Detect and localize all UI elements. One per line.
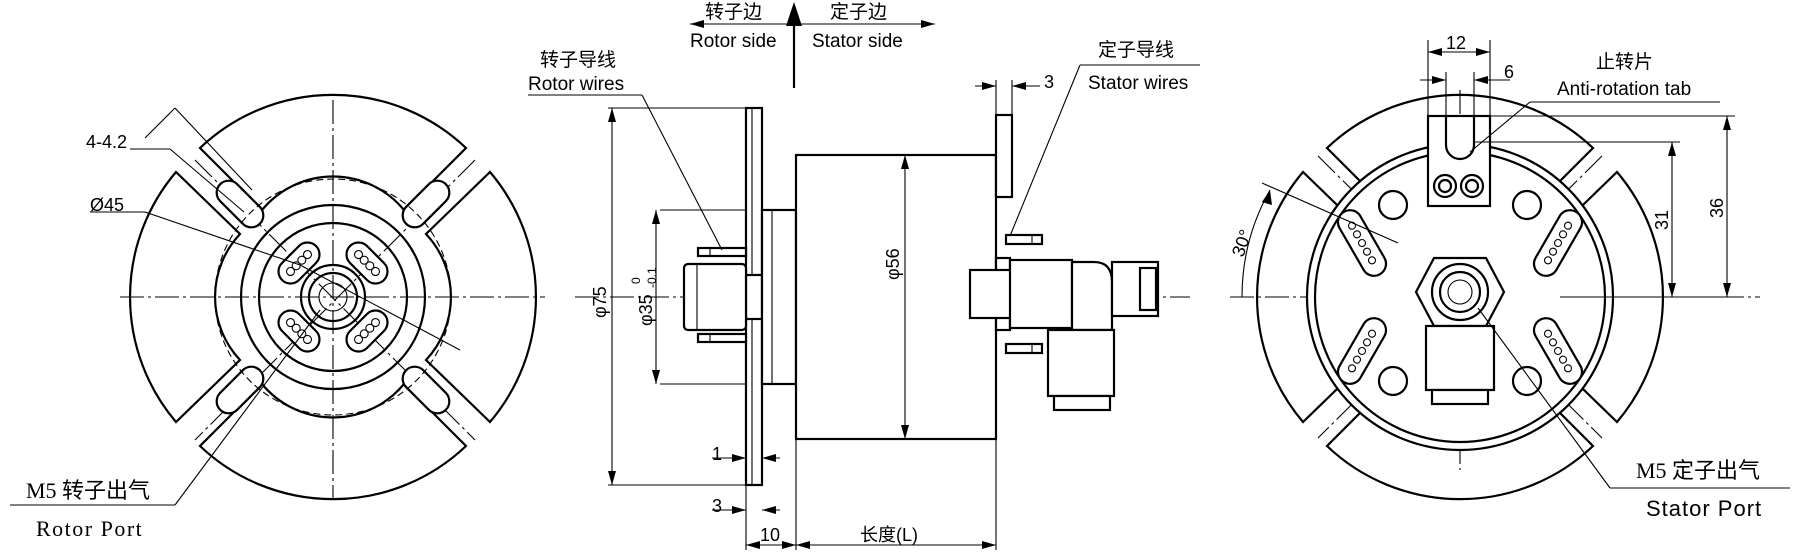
rotor-wires-cn: 转子导线 xyxy=(540,49,616,71)
mounting-slots xyxy=(215,179,451,415)
flange-outline xyxy=(128,170,242,424)
tab-h1-dim: 31 xyxy=(1652,210,1672,230)
stator-fitting xyxy=(968,256,1160,412)
stator-tab xyxy=(994,113,1014,199)
stator-wires-en: Stator wires xyxy=(1088,73,1188,94)
flange-gap-dim: 1 xyxy=(712,444,722,464)
stator-port-cn: M5 定子出气 xyxy=(1636,458,1760,483)
stator-pin-strips xyxy=(1336,209,1584,385)
rotor-port-en: Rotor Port xyxy=(36,516,143,541)
rotor-side-cn: 转子边 xyxy=(705,1,762,23)
rotor-side-en: Rotor side xyxy=(690,31,777,52)
stator-side-en: Stator side xyxy=(812,31,903,52)
flange-len-dim: 10 xyxy=(760,525,780,545)
length-dim: 长度(L) xyxy=(860,525,918,545)
stator-port-en: Stator Port xyxy=(1646,496,1762,521)
rotor-end-view: 4-4.2 Ø45 M5 转子出气 Rotor Port xyxy=(10,93,545,541)
flange-thk-dim: 3 xyxy=(712,496,722,516)
anti-rotation-tab-shape xyxy=(1426,114,1492,208)
rotor-port-cn: M5 转子出气 xyxy=(26,478,150,503)
dia35-dim: φ35 xyxy=(636,294,656,326)
tab-h2-dim: 36 xyxy=(1707,198,1727,218)
stator-end-view: 12 6 31 36 30° 止转片 Anti-rotation tab M xyxy=(1228,33,1790,521)
anti-rotation-cn: 止转片 xyxy=(1596,51,1653,73)
tab-thk-dim: 3 xyxy=(1044,72,1054,92)
dia35-tol-lower: -0.1 xyxy=(645,267,659,288)
pcd-dim: Ø45 xyxy=(90,195,124,215)
rotor-wires-en: Rotor wires xyxy=(528,74,624,95)
dia35-tol-upper: 0 xyxy=(629,277,643,284)
anti-rotation-en: Anti-rotation tab xyxy=(1557,79,1691,100)
main-body xyxy=(794,153,998,441)
holes-dim: 4-4.2 xyxy=(86,132,127,152)
stator-wires-cn: 定子导线 xyxy=(1098,39,1174,61)
stator-side-cn: 定子边 xyxy=(830,1,887,23)
stator-center-fitting xyxy=(1414,256,1506,406)
tab-width-dim: 12 xyxy=(1446,33,1466,53)
dia56-dim: φ56 xyxy=(883,248,903,280)
pin-groups xyxy=(277,241,389,353)
dia75-dim: φ75 xyxy=(590,286,610,318)
tab-slot-dim: 6 xyxy=(1504,62,1514,82)
side-view: 转子边 定子边 Rotor side Stator side xyxy=(528,1,1200,550)
